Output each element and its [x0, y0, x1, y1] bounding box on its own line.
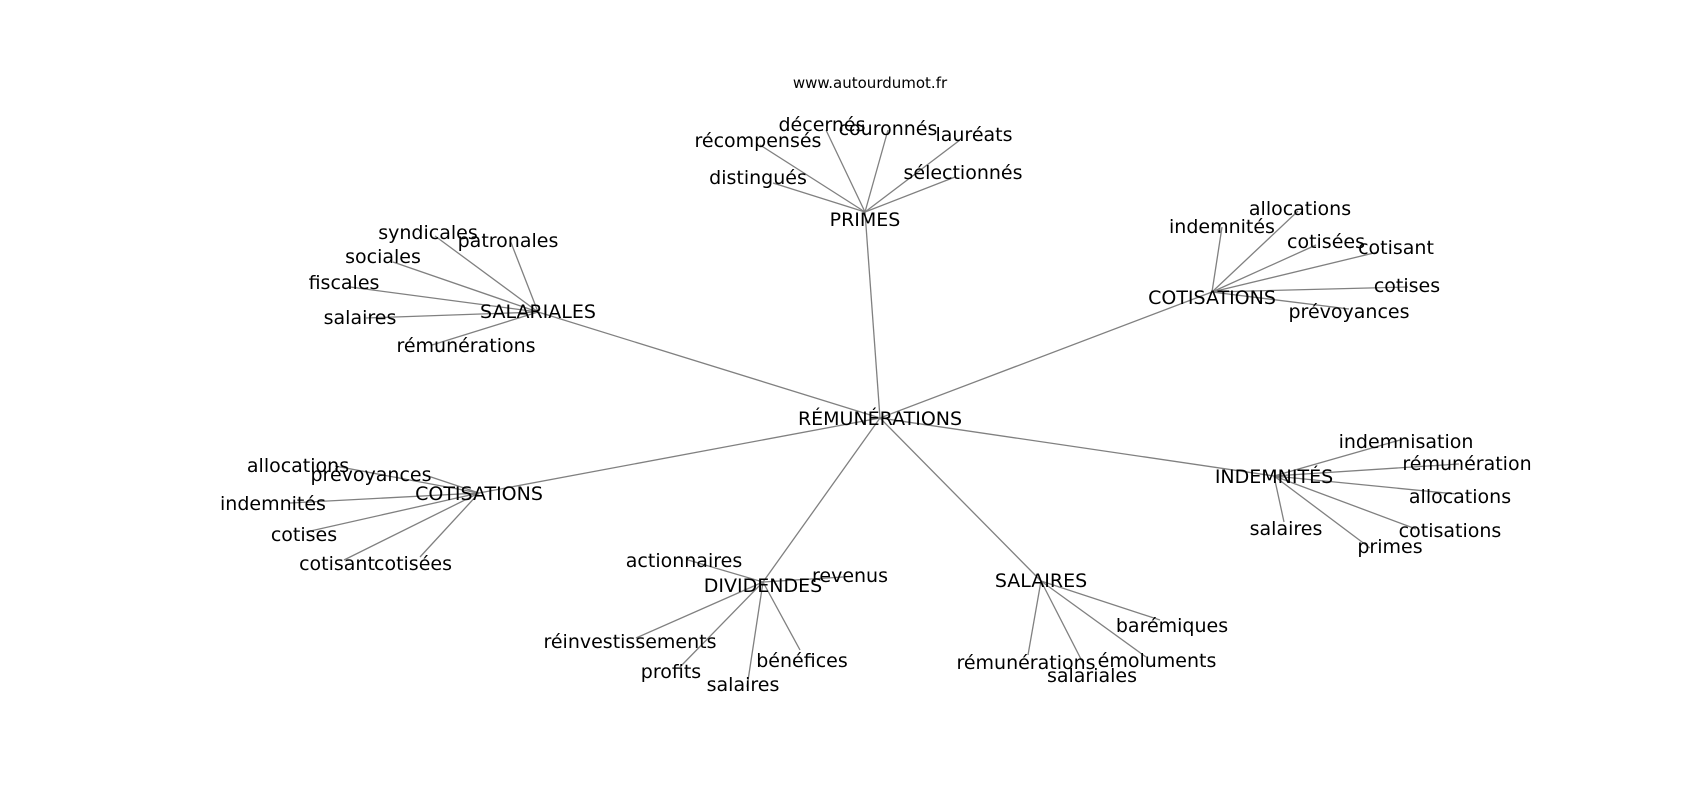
edge-cotisations-right-0: [1211, 210, 1299, 293]
edge-primes-0: [825, 129, 866, 213]
leaf-cotisations-right-3: cotisant: [1358, 237, 1434, 259]
edge-cotisations-right-4: [1211, 286, 1409, 293]
edge-cotisations-right-3: [1211, 251, 1379, 293]
edge-salariales-0: [434, 235, 539, 313]
edge-center-dividendes: [762, 417, 881, 583]
node-indemnites: INDEMNITÉS: [1215, 465, 1333, 488]
leaf-cotisations-right-4: cotises: [1374, 275, 1440, 297]
leaf-indemnites-5: primes: [1357, 536, 1422, 558]
leaf-primes-0: décernés: [779, 114, 866, 136]
leaf-cotisations-left-1: prévoyances: [311, 464, 432, 486]
leaf-cotisations-right-5: prévoyances: [1289, 301, 1410, 323]
leaf-cotisations-left-3: cotises: [271, 524, 337, 546]
node-cotisations-left: COTISATIONS: [415, 483, 543, 505]
leaf-salaires-0: barémiques: [1116, 615, 1228, 637]
leaf-indemnites-0: indemnisation: [1339, 431, 1474, 453]
leaf-cotisations-left-4: cotisant: [299, 553, 375, 575]
node-salaires: SALAIRES: [995, 570, 1087, 592]
leaf-cotisations-left-5: cotisées: [374, 553, 452, 575]
graph-labels: RÉMUNÉRATIONS PRIMES décernéscouronnéslaur…: [220, 114, 1532, 696]
edge-indemnites-5: [1273, 475, 1371, 549]
edge-primes-5: [864, 176, 956, 213]
edge-salariales-3: [349, 286, 539, 313]
edge-salaires-3: [1040, 580, 1085, 666]
leaf-primes-5: sélectionnés: [903, 162, 1022, 184]
site-watermark: www.autourdumot.fr: [793, 74, 948, 92]
leaf-dividendes-3: bénéfices: [756, 650, 847, 672]
edge-indemnites-3: [1273, 475, 1417, 530]
leaf-indemnites-4: salaires: [1250, 518, 1323, 540]
edge-center-cotisations-right: [879, 291, 1213, 419]
leaf-indemnites-3: cotisations: [1399, 520, 1502, 542]
leaf-salaires-2: rémunérations: [956, 652, 1095, 674]
edge-cotisations-left-4: [343, 492, 480, 561]
edge-indemnites-1: [1273, 463, 1460, 477]
leaf-indemnites-2: allocations: [1409, 486, 1511, 508]
edge-indemnites-2: [1273, 475, 1457, 495]
edge-primes-3: [759, 144, 866, 213]
edge-salariales-4: [365, 311, 539, 319]
edge-cotisations-left-2: [289, 492, 480, 504]
edge-dividendes-0: [687, 559, 764, 583]
node-cotisations-right: COTISATIONS: [1148, 287, 1276, 309]
edge-dividendes-2: [635, 581, 764, 639]
leaf-salariales-0: syndicales: [378, 222, 477, 244]
leaf-primes-4: distingués: [709, 167, 807, 189]
leaf-cotisations-right-1: indemnités: [1169, 216, 1275, 238]
leaf-cotisations-left-2: indemnités: [220, 493, 326, 515]
edge-center-salaires: [879, 417, 1042, 582]
leaf-primes-3: récompensés: [695, 130, 822, 152]
node-center: RÉMUNÉRATIONS: [798, 407, 962, 430]
edge-cotisations-left-3: [305, 492, 480, 533]
leaf-salariales-5: rémunérations: [396, 335, 535, 357]
leaf-salariales-2: sociales: [345, 246, 421, 268]
leaf-cotisations-right-2: cotisées: [1287, 231, 1365, 253]
leaf-salariales-1: patronales: [458, 230, 559, 252]
leaf-indemnites-1: rémunération: [1402, 453, 1531, 475]
edge-primes-1: [864, 129, 889, 213]
edge-cotisations-left-0: [334, 465, 480, 494]
leaf-salariales-3: fiscales: [309, 272, 380, 294]
node-dividendes: DIVIDENDES: [704, 575, 822, 597]
edge-dividendes-1: [762, 576, 844, 583]
edge-salaires-2: [1027, 580, 1042, 656]
edge-cotisations-right-2: [1211, 244, 1317, 293]
edge-cotisations-right-1: [1211, 226, 1223, 293]
edge-cotisations-left-5: [419, 492, 480, 558]
leaf-dividendes-4: profits: [641, 661, 701, 683]
edge-salaires-0: [1040, 580, 1161, 621]
edge-center-primes: [864, 211, 881, 419]
leaf-salariales-4: salaires: [324, 307, 397, 329]
leaf-dividendes-5: salaires: [707, 674, 780, 696]
leaf-dividendes-0: actionnaires: [626, 550, 742, 572]
leaf-dividendes-2: réinvestissements: [543, 631, 716, 653]
edge-primes-4: [772, 182, 866, 213]
edge-dividendes-4: [679, 581, 764, 668]
leaf-primes-1: couronnés: [839, 118, 938, 140]
leaf-salaires-3: salariales: [1047, 665, 1137, 687]
edge-dividendes-5: [746, 581, 764, 688]
edge-center-salariales: [537, 311, 881, 419]
edge-cotisations-left-1: [427, 475, 480, 494]
edge-salariales-1: [509, 239, 539, 313]
leaf-primes-2: lauréats: [935, 124, 1012, 146]
leaf-cotisations-right-0: allocations: [1249, 198, 1351, 220]
edge-salariales-5: [431, 311, 539, 346]
edge-salariales-2: [392, 261, 539, 313]
edge-center-cotisations-left: [478, 417, 881, 494]
leaf-cotisations-left-0: allocations: [247, 455, 349, 477]
graph-edges: [289, 129, 1460, 688]
edge-center-indemnites: [879, 417, 1275, 477]
leaf-salaires-1: émoluments: [1098, 650, 1217, 672]
node-salariales: SALARIALES: [480, 301, 596, 323]
edge-primes-2: [864, 139, 961, 213]
edge-indemnites-0: [1273, 439, 1401, 477]
edge-cotisations-right-5: [1211, 291, 1350, 310]
leaf-dividendes-1: revenus: [812, 565, 888, 587]
edge-salaires-1: [1040, 580, 1147, 658]
node-primes: PRIMES: [830, 209, 901, 231]
edge-indemnites-4: [1273, 475, 1285, 523]
edge-dividendes-3: [762, 581, 801, 651]
